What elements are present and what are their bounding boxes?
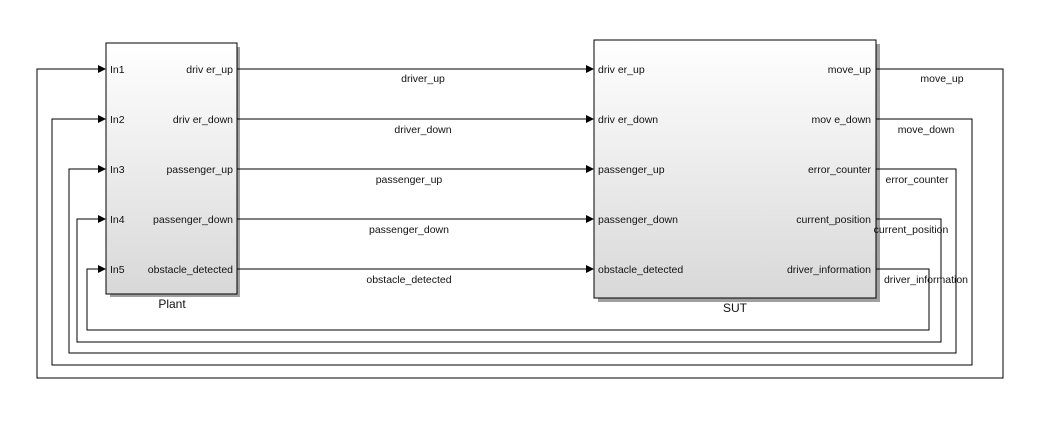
sut-block-name: SUT	[723, 301, 748, 315]
plant-block[interactable]: In1 In2 In3 In4 In5 driv er_up driv er_d…	[105, 42, 240, 311]
plant-input-label: In5	[110, 264, 125, 276]
arrowhead	[98, 65, 106, 73]
sut-output-label: error_counter	[808, 164, 872, 176]
sut-input-label: obstacle_detected	[598, 264, 683, 276]
feedback-signals: move_up move_down error_counter current_…	[36, 65, 1004, 379]
plant-input-label: In1	[110, 64, 125, 76]
arrowhead	[586, 165, 594, 173]
plant-output-label: obstacle_detected	[148, 264, 233, 276]
plant-block-name: Plant	[158, 297, 186, 311]
arrowhead	[586, 65, 594, 73]
signal-line[interactable]	[86, 268, 930, 331]
signal-label: obstacle_detected	[366, 274, 451, 286]
arrowhead	[586, 115, 594, 123]
signal-move-up[interactable]: move_up	[36, 65, 1004, 379]
plant-output-label: passenger_down	[153, 214, 233, 226]
plant-input-label: In2	[110, 114, 125, 126]
signal-obstacle-detected[interactable]: obstacle_detected	[237, 265, 594, 286]
signal-label: passenger_down	[369, 224, 449, 236]
sut-block[interactable]: driv er_up driv er_down passenger_up pas…	[593, 39, 880, 315]
plant-output-label: driv er_up	[186, 64, 233, 76]
sut-input-label: passenger_down	[598, 214, 678, 226]
signal-driver-information[interactable]: driver_information	[86, 265, 968, 331]
signal-passenger-down[interactable]: passenger_down	[237, 215, 594, 236]
signal-label: move_up	[920, 73, 963, 85]
signal-line[interactable]	[68, 168, 957, 354]
signal-label: driver_down	[394, 124, 451, 136]
sut-output-label: mov e_down	[811, 114, 871, 126]
signal-line[interactable]	[76, 218, 942, 343]
sut-output-label: move_up	[828, 64, 871, 76]
signal-driver-up[interactable]: driver_up	[237, 65, 594, 85]
plant-output-label: driv er_down	[173, 114, 233, 126]
signal-line[interactable]	[36, 68, 1004, 379]
plant-output-label: passenger_up	[166, 164, 233, 176]
sut-input-label: driv er_down	[598, 114, 658, 126]
signal-driver-down[interactable]: driver_down	[237, 115, 594, 136]
signal-error-counter[interactable]: error_counter	[68, 165, 957, 354]
plant-block-body[interactable]	[105, 42, 238, 295]
signal-label: driver_up	[401, 73, 445, 85]
sut-output-label: current_position	[796, 214, 871, 226]
sut-output-label: driver_information	[787, 264, 871, 276]
arrowhead	[98, 115, 106, 123]
arrowhead	[586, 265, 594, 273]
signal-label: passenger_up	[376, 174, 443, 186]
arrowhead	[98, 265, 106, 273]
signal-line[interactable]	[51, 118, 973, 366]
signal-label: move_down	[898, 124, 955, 136]
plant-input-label: In4	[110, 214, 125, 226]
signal-current-position[interactable]: current_position	[76, 215, 949, 343]
arrowhead	[98, 165, 106, 173]
plant-input-label: In3	[110, 164, 125, 176]
forward-signals: driver_up driver_down passenger_up passe…	[237, 65, 594, 286]
signal-label: error_counter	[885, 174, 949, 186]
signal-move-down[interactable]: move_down	[51, 115, 973, 366]
signal-passenger-up[interactable]: passenger_up	[237, 165, 594, 186]
arrowhead	[98, 215, 106, 223]
sut-input-label: passenger_up	[598, 164, 665, 176]
signal-label: driver_information	[884, 274, 968, 286]
signal-label: current_position	[874, 224, 949, 236]
arrowhead	[586, 215, 594, 223]
sut-input-label: driv er_up	[598, 64, 645, 76]
